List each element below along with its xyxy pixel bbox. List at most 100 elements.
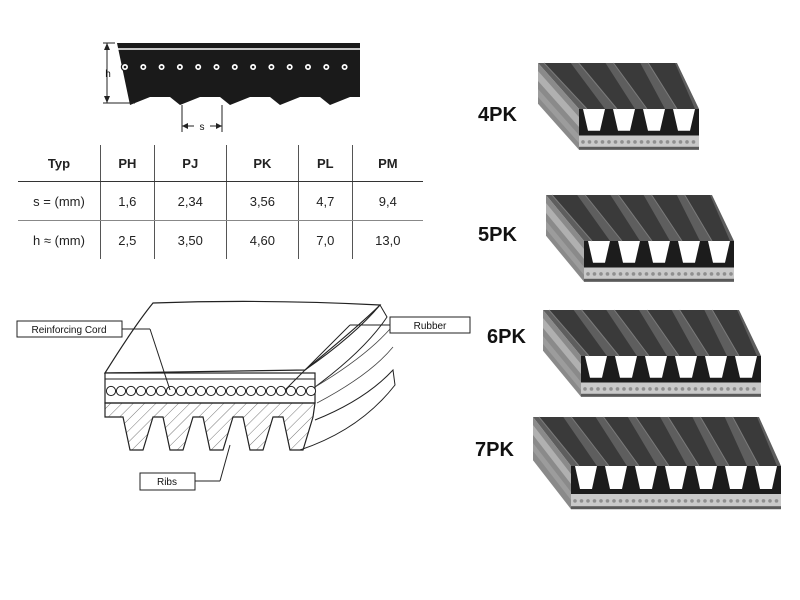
belt-label-5pk: 5PK — [478, 224, 517, 246]
cord-dot — [589, 387, 594, 391]
cord-dot — [706, 387, 711, 391]
cord-dot — [683, 499, 688, 503]
cord-dot — [651, 272, 655, 276]
table-cell: 7,0 — [297, 220, 353, 259]
belt-image-4pk — [538, 62, 699, 150]
cord-dot — [625, 272, 629, 276]
cord-dot — [713, 387, 717, 391]
cord-dot — [626, 140, 631, 144]
cord-dot — [709, 499, 714, 503]
cord-dot — [672, 140, 676, 144]
cord-dot — [631, 499, 636, 503]
cord-dot — [638, 272, 642, 276]
cord-circle — [145, 385, 157, 397]
cord-dot — [583, 387, 587, 391]
cord-dot — [581, 140, 585, 144]
cord-dot — [638, 499, 642, 503]
cord-circle — [235, 385, 247, 397]
cord-circle — [225, 385, 237, 397]
rib-profile-shape — [117, 43, 360, 105]
cord-dot — [648, 387, 652, 391]
cord-dot — [761, 499, 766, 503]
cord-dot — [729, 499, 733, 503]
belt-cross-section-diagram: Reinforcing Cord Rubber Ribs — [16, 300, 471, 491]
table-cell: 2,5 — [100, 220, 155, 259]
cord-dot — [613, 140, 618, 144]
cord-dot — [703, 272, 707, 276]
cord-circle — [115, 385, 127, 397]
table-header-row: Typ PH PJ PK PL PM — [18, 145, 423, 182]
cord-dot — [654, 387, 659, 391]
cord-dot — [631, 272, 636, 276]
cord-dot — [735, 499, 740, 503]
cord-dot — [620, 140, 624, 144]
cord-dot — [586, 272, 590, 276]
cord-dot — [729, 272, 733, 276]
cord-dot — [693, 387, 698, 391]
cord-dot — [594, 140, 598, 144]
cord-dot — [612, 499, 616, 503]
ribs-label: Ribs — [157, 477, 177, 488]
cord-dot — [602, 387, 607, 391]
table-cell: 9,4 — [351, 181, 423, 221]
cord-dot — [652, 140, 657, 144]
cord-dot — [599, 499, 603, 503]
cord-circle — [125, 385, 137, 397]
cord-dot — [596, 387, 600, 391]
cord-dot — [739, 387, 743, 391]
table-cell: 2,34 — [153, 181, 227, 221]
belt-label-4pk: 4PK — [478, 104, 517, 126]
cord-circle — [195, 385, 207, 397]
cord-circle — [185, 385, 197, 397]
cord-dot — [625, 499, 629, 503]
cord-dot — [607, 140, 611, 144]
cord-dot — [696, 272, 701, 276]
cord-dot — [691, 140, 696, 144]
table-cell: 3,50 — [153, 220, 227, 259]
cord-dot — [709, 272, 714, 276]
belt-image-7pk — [533, 416, 781, 510]
rubber-label: Rubber — [414, 321, 447, 332]
cord-dot — [703, 499, 707, 503]
reinforcing-cord-label: Reinforcing Cord — [31, 325, 106, 336]
belt-label-7pk: 7PK — [475, 439, 514, 461]
header-pk: PK — [225, 145, 299, 182]
cord-dot — [667, 387, 672, 391]
cord-dot — [687, 387, 691, 391]
table-cell: 3,56 — [225, 181, 299, 221]
row-label: s = (mm) — [18, 181, 101, 221]
header-pl: PL — [297, 145, 353, 182]
cord-circle — [175, 385, 187, 397]
cord-dot — [716, 499, 720, 503]
belt-image-5pk — [546, 194, 734, 282]
cord-dot — [755, 499, 759, 503]
cord-circle — [305, 385, 317, 397]
cord-circle — [265, 385, 277, 397]
cord-dot — [657, 272, 662, 276]
cord-dot — [646, 140, 650, 144]
cord-dot — [719, 387, 724, 391]
cord-circle — [135, 385, 147, 397]
cord-dot — [605, 272, 610, 276]
cord-dot — [745, 387, 750, 391]
cord-dot — [664, 499, 668, 503]
cord-dot — [633, 140, 637, 144]
cord-circle — [205, 385, 217, 397]
belt-top-surface — [103, 300, 382, 374]
cord-circle — [275, 385, 287, 397]
cord-dot — [573, 499, 577, 503]
cord-dot — [677, 499, 681, 503]
cord-dot — [657, 499, 662, 503]
cord-dot — [683, 272, 688, 276]
cord-dot — [726, 387, 730, 391]
row-label: h ≈ (mm) — [33, 232, 85, 248]
cord-dot — [628, 387, 633, 391]
cord-dot — [600, 140, 605, 144]
cord-dot — [696, 499, 701, 503]
cord-dot — [690, 272, 694, 276]
cord-dot — [609, 387, 613, 391]
cord-dot — [685, 140, 689, 144]
table-cell: 1,6 — [100, 181, 155, 221]
cord-dot — [586, 499, 590, 503]
cord-dot — [639, 140, 644, 144]
